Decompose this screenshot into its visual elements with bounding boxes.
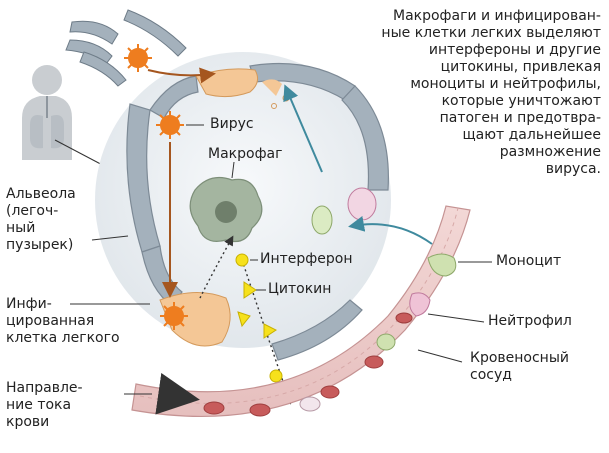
monocyte-cell (377, 334, 395, 350)
alveola-label: Альвеола (легоч- ный пузырек) (6, 186, 76, 254)
infected-cell-top (196, 69, 258, 97)
flow-label: Направле- ние тока крови (6, 380, 83, 431)
recruited-monocyte (312, 206, 332, 234)
macrophage-label: Макрофаг (208, 146, 282, 163)
description-text: Макрофаги и инфицирован- ные клетки легк… (341, 8, 601, 178)
virus-icon (124, 44, 152, 72)
vessel-label: Кровеносный сосуд (470, 350, 569, 384)
white-cell (300, 397, 320, 411)
blood-flow-arrow (160, 394, 188, 398)
virus-label: Вирус (210, 116, 254, 133)
human-lungs-icon (22, 65, 112, 170)
interferon-label: Интерферон (260, 251, 352, 268)
monocyte-label: Моноцит (496, 253, 561, 270)
neutrophil-crossing (410, 293, 430, 316)
cytokine-label: Цитокин (268, 281, 331, 298)
recruited-neutrophil (348, 188, 376, 220)
infected-cell-label: Инфи- цированная клетка легкого (6, 296, 120, 347)
neutrophil-label: Нейтрофил (488, 313, 572, 330)
interferon-marker (270, 370, 282, 382)
virus-icon (160, 302, 188, 330)
virus-icon (156, 111, 184, 139)
interferon-marker (236, 254, 248, 266)
